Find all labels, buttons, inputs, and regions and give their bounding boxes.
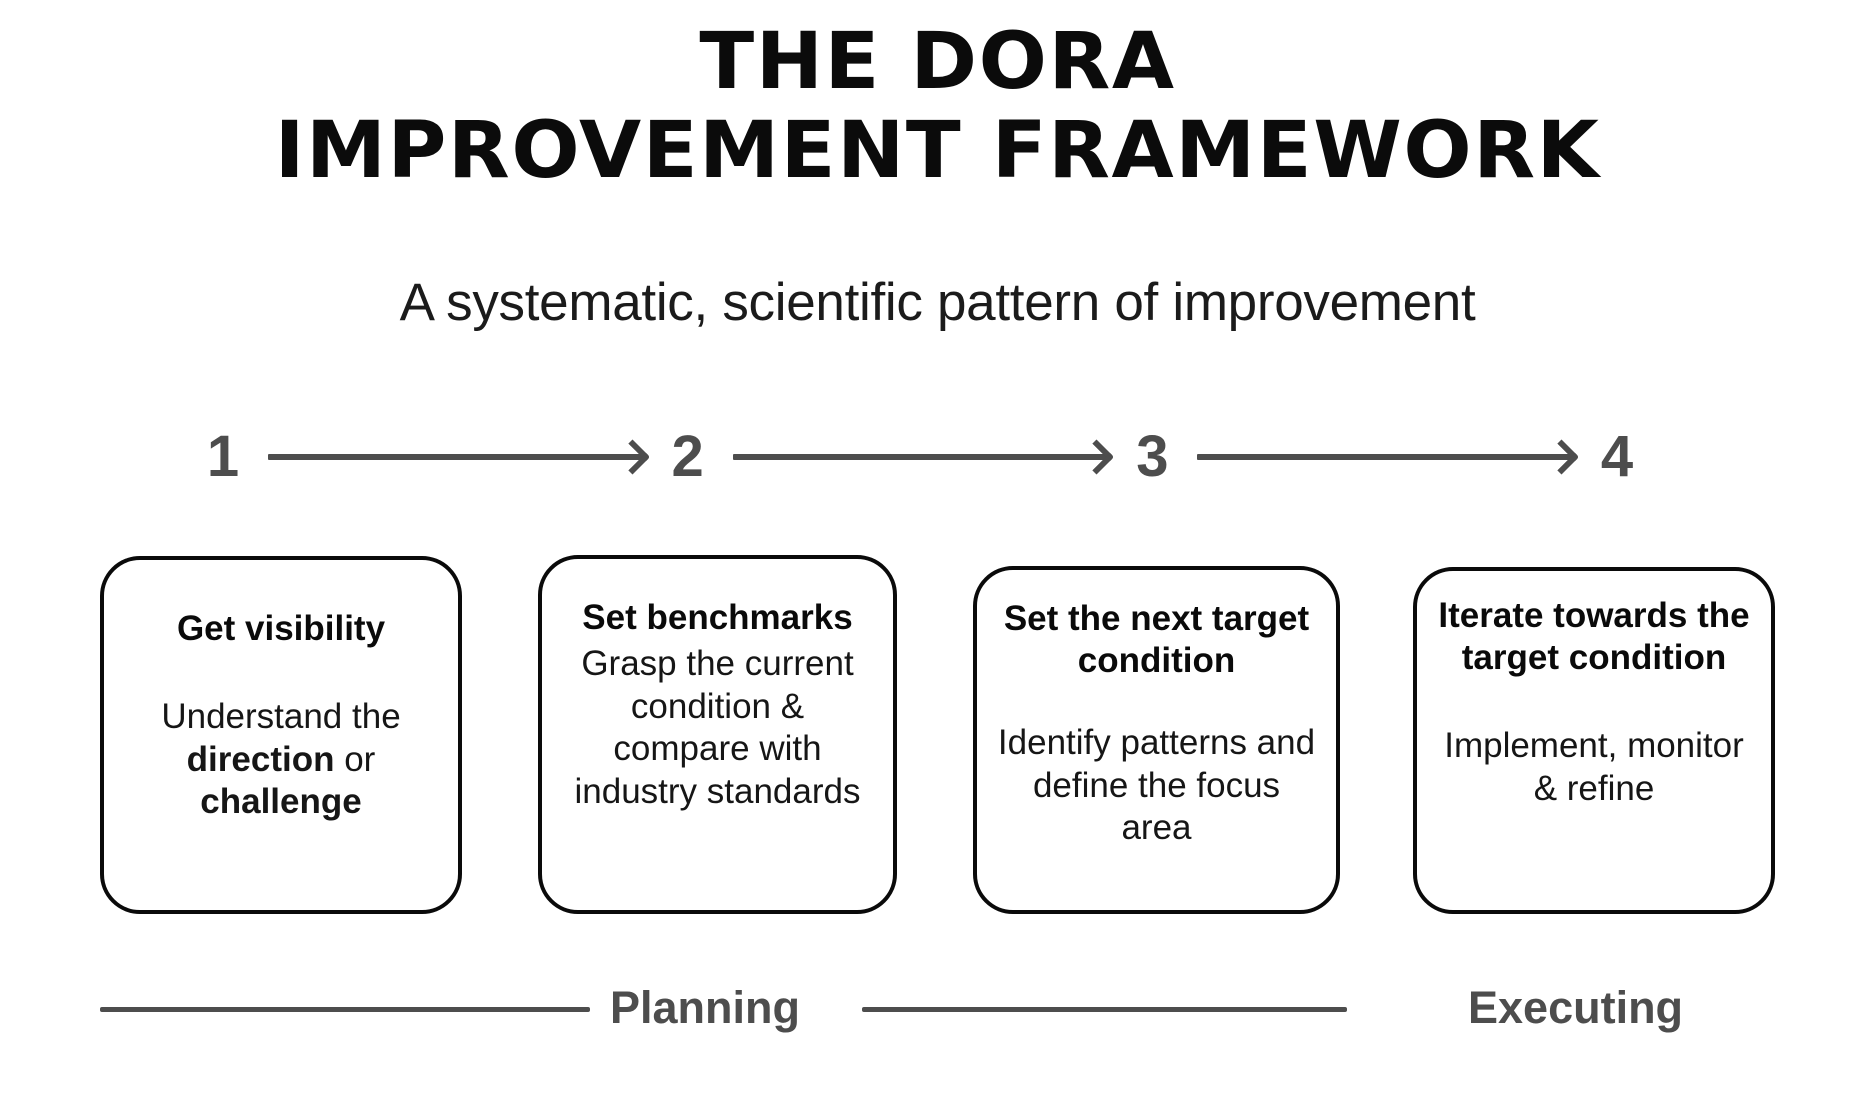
phase-label-executing: Executing [1468, 982, 1684, 1033]
step-card-2: Set benchmarks Grasp the current conditi… [538, 555, 897, 914]
page-title: THE DORA IMPROVEMENT FRAMEWORK [0, 18, 1875, 196]
step-card-2-body: Grasp the current condition & compare wi… [574, 644, 861, 812]
step-card-1: Get visibility Understand the direction … [100, 556, 462, 914]
step-card-4-body: Implement, monitor & refine [1444, 726, 1744, 808]
step-sequence: 1 2 3 4 [200, 418, 1640, 496]
page-subtitle: A systematic, scientific pattern of impr… [399, 273, 1476, 332]
page-title-line-2: IMPROVEMENT FRAMEWORK [274, 105, 1601, 196]
arrow-right-icon-1 [268, 439, 650, 475]
step-number-3: 3 [1136, 424, 1169, 489]
arrow-right-icon-2 [732, 439, 1115, 475]
phase-bar: Planning Executing [0, 985, 1875, 1045]
page-title-line-1: THE DORA [699, 17, 1176, 107]
phase-divider-line-right [862, 1007, 1347, 1012]
step-card-3-body: Identify patterns and define the focus a… [997, 723, 1316, 848]
phase-label-planning: Planning [610, 982, 800, 1033]
arrow-right-icon-3 [1197, 439, 1580, 475]
phase-divider-line-left [100, 1007, 590, 1012]
step-number-4: 4 [1600, 424, 1634, 489]
step-card-4-heading: Iterate towards the target condition [1438, 596, 1750, 677]
step-card-4: Iterate towards the target condition Imp… [1413, 567, 1775, 914]
step-card-1-body: Understand the direction or challenge [161, 697, 401, 822]
step-number-2: 2 [671, 424, 704, 489]
step-card-1-heading: Get visibility [176, 609, 386, 648]
step-card-2-heading: Set benchmarks [582, 598, 853, 637]
step-card-3-heading: Set the next target condition [1003, 599, 1310, 680]
step-number-1: 1 [206, 424, 240, 489]
step-card-3: Set the next target condition Identify p… [973, 566, 1340, 914]
